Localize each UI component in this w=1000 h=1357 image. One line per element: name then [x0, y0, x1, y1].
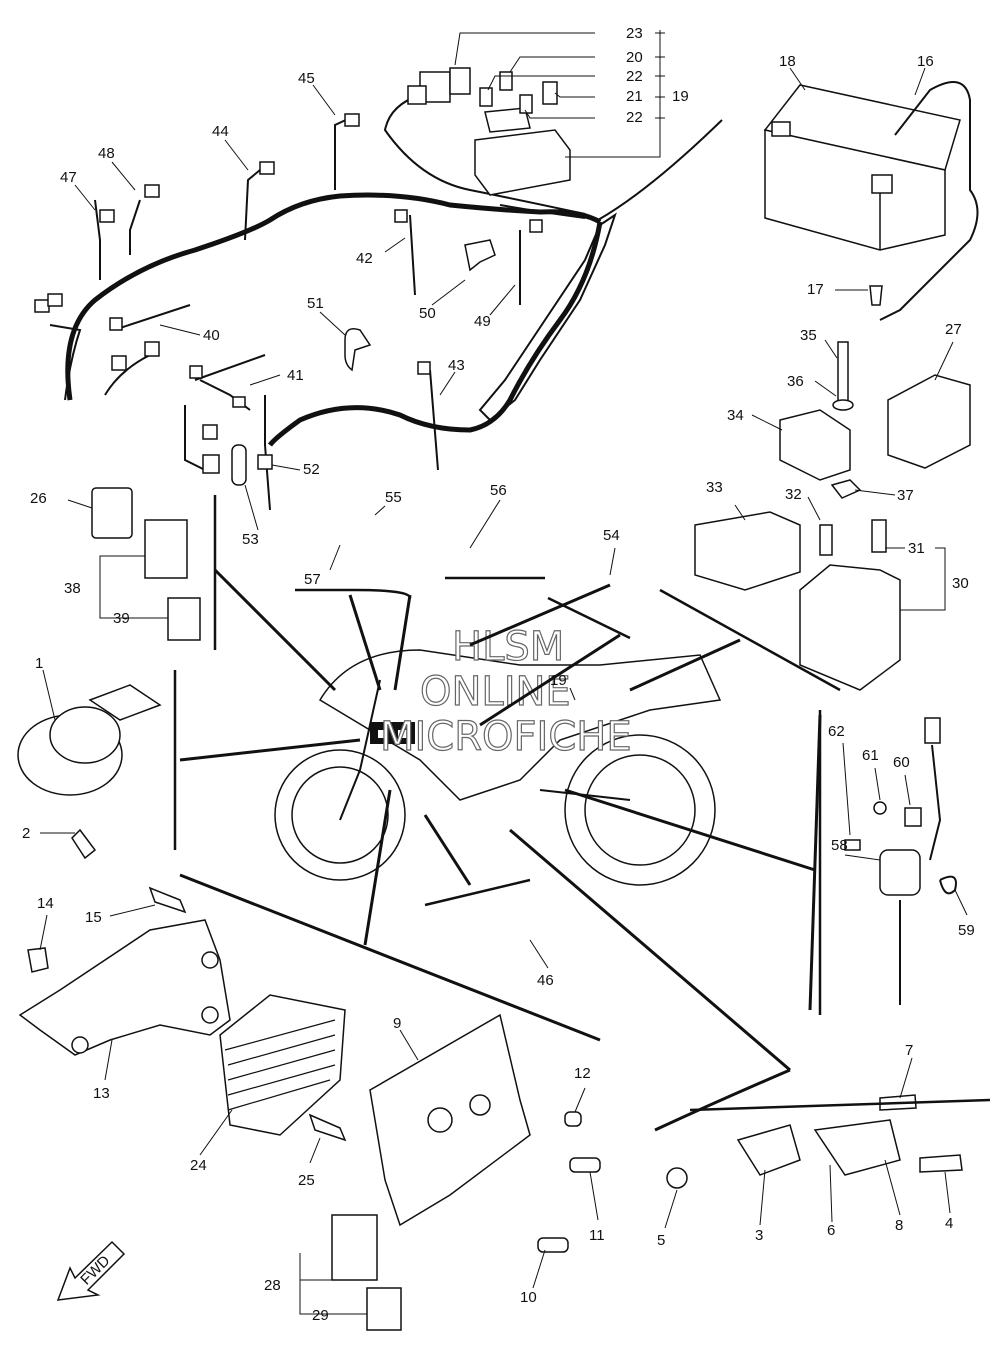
callout-29: 29 — [312, 1307, 329, 1324]
callout-39: 39 — [113, 610, 130, 627]
callout-27: 27 — [945, 321, 962, 338]
leader-lines — [179, 568, 822, 1132]
relay-group — [694, 341, 971, 691]
watermark: HLSM ONLINE MICROFICHE — [379, 623, 632, 760]
callout-47: 47 — [60, 169, 77, 186]
callout-38: 38 — [64, 580, 81, 597]
callout-19b: 19 — [550, 672, 567, 689]
relay-26-38-39 — [91, 487, 201, 641]
callout-61: 61 — [862, 747, 879, 764]
callout-10: 10 — [520, 1289, 537, 1306]
callout-56: 56 — [490, 482, 507, 499]
switch-58 — [844, 717, 957, 1005]
relay-28-29 — [331, 1214, 402, 1331]
callout-12: 12 — [574, 1065, 591, 1082]
callout-33: 33 — [706, 479, 723, 496]
callout-44: 44 — [212, 123, 229, 140]
callout-51: 51 — [307, 295, 324, 312]
callout-24: 24 — [190, 1157, 207, 1174]
callout-54: 54 — [603, 527, 620, 544]
watermark-line-3: MICROFICHE — [380, 714, 632, 760]
callout-60: 60 — [893, 754, 910, 771]
callout-50: 50 — [419, 305, 436, 322]
callout-36: 36 — [787, 373, 804, 390]
callout-11: 11 — [589, 1227, 605, 1244]
callout-45: 45 — [298, 70, 315, 87]
motorcycle — [274, 649, 722, 886]
group-brackets — [173, 495, 991, 1112]
callout-49: 49 — [474, 313, 491, 330]
regulator — [219, 994, 347, 1142]
callout-23: 23 — [626, 25, 643, 42]
callout-48: 48 — [98, 145, 115, 162]
callout-22a: 22 — [626, 68, 643, 85]
callout-52: 52 — [303, 461, 320, 478]
callout-20: 20 — [626, 49, 643, 66]
callout-4: 4 — [945, 1215, 953, 1232]
callout-28: 28 — [264, 1277, 281, 1294]
watermark-line-2: ONLINE — [420, 669, 571, 715]
callout-57: 57 — [304, 571, 321, 588]
callout-25: 25 — [298, 1172, 315, 1189]
callout-41: 41 — [287, 367, 304, 384]
callout-62: 62 — [828, 723, 845, 740]
callout-40: 40 — [203, 327, 220, 344]
callout-32: 32 — [785, 486, 802, 503]
callout-26: 26 — [30, 490, 47, 507]
callout-7: 7 — [905, 1042, 913, 1059]
callout-59: 59 — [958, 922, 975, 939]
callout-labels: 1 2 3 4 5 6 7 8 9 10 11 12 13 14 15 16 1… — [22, 25, 975, 1324]
callout-9: 9 — [393, 1015, 401, 1032]
callout-15: 15 — [85, 909, 102, 926]
callout-34: 34 — [727, 407, 744, 424]
callout-22b: 22 — [626, 109, 643, 126]
callout-leaders — [39, 30, 968, 1315]
fwd-arrow-icon: FWD — [56, 1240, 126, 1301]
callout-5: 5 — [657, 1232, 665, 1249]
callout-42: 42 — [356, 250, 373, 267]
callout-6: 6 — [827, 1222, 835, 1239]
sensor-group — [666, 1094, 963, 1189]
mount-plate-9 — [369, 1013, 601, 1253]
fuse-box-assembly — [407, 67, 571, 196]
callout-53: 53 — [242, 531, 259, 548]
callout-43: 43 — [448, 357, 465, 374]
callout-30: 30 — [952, 575, 969, 592]
watermark-line-1: HLSM — [452, 624, 564, 670]
callout-17: 17 — [807, 281, 824, 298]
callout-3: 3 — [755, 1227, 763, 1244]
callout-16: 16 — [917, 53, 934, 70]
callout-55: 55 — [385, 489, 402, 506]
callout-21: 21 — [626, 88, 643, 105]
wire-harness — [34, 94, 723, 511]
callout-14: 14 — [37, 895, 54, 912]
callout-8: 8 — [895, 1217, 903, 1234]
horn — [17, 684, 162, 860]
callout-2: 2 — [22, 825, 30, 842]
battery — [763, 81, 979, 321]
callout-46: 46 — [537, 972, 554, 989]
callout-35: 35 — [800, 327, 817, 344]
callout-1: 1 — [35, 655, 43, 672]
callout-31: 31 — [908, 540, 925, 557]
bracket-13 — [18, 886, 231, 1056]
callout-13: 13 — [93, 1085, 110, 1102]
callout-58: 58 — [831, 837, 848, 854]
callout-18: 18 — [779, 53, 796, 70]
callout-19a: 19 — [672, 88, 689, 105]
callout-37: 37 — [897, 487, 914, 504]
